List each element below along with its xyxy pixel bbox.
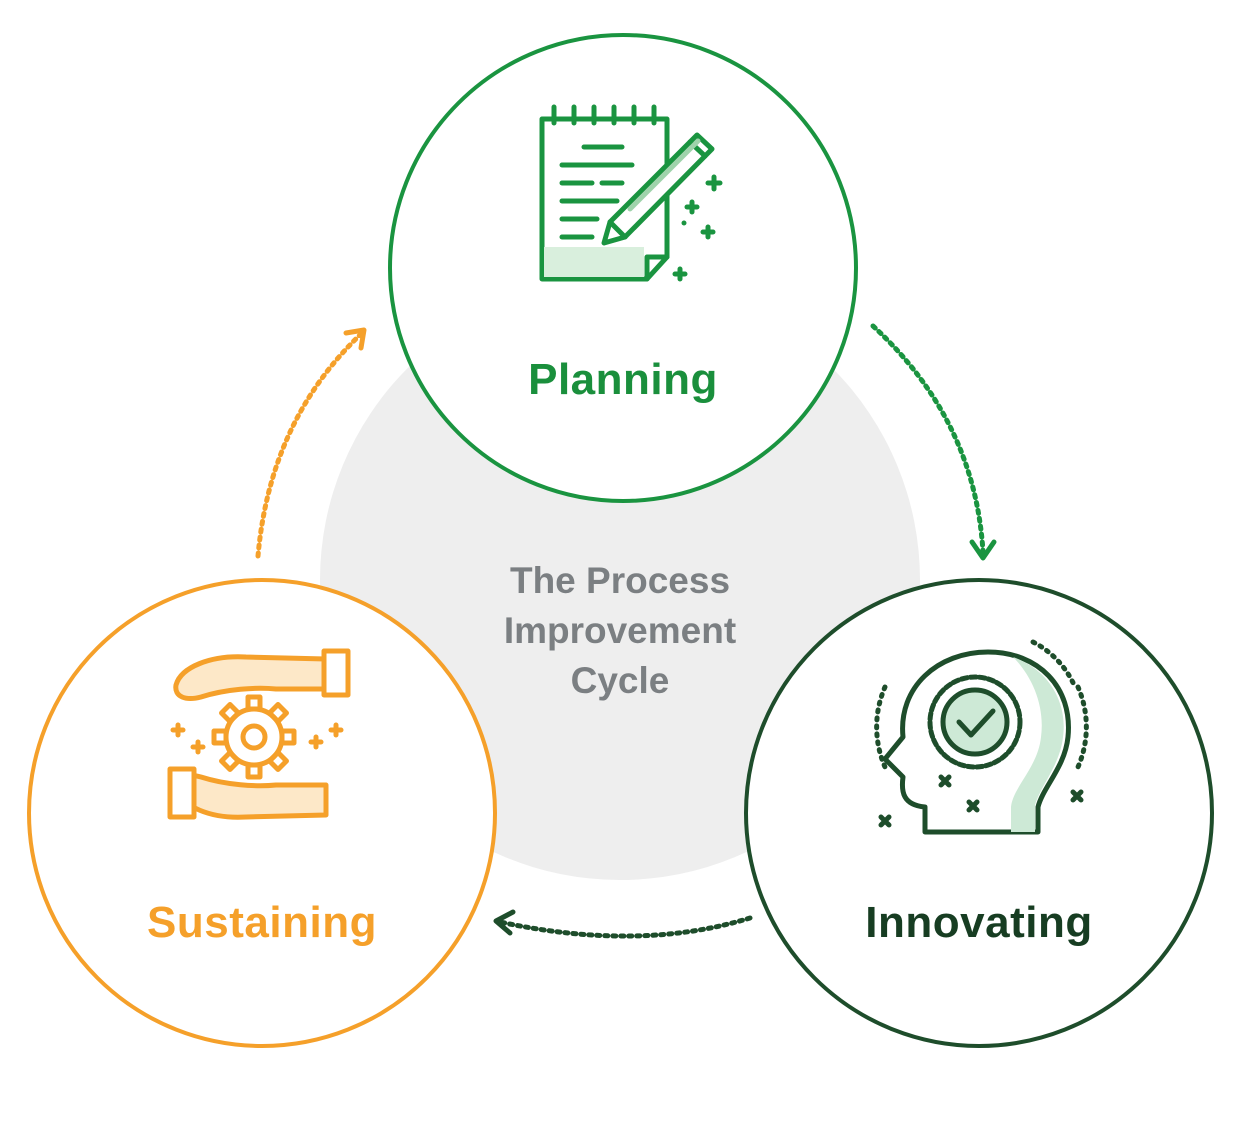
innovating-label: Innovating (865, 898, 1093, 947)
head-checkmark-badge-icon (874, 639, 1089, 835)
center-title-line-2: Improvement (503, 610, 737, 651)
center-title: The Process Improvement Cycle (470, 556, 770, 706)
planning-stage: Planning (388, 33, 858, 503)
center-title-line-3: Cycle (570, 660, 670, 701)
hands-gear-icon (167, 648, 351, 820)
arrow-innovating-to-sustaining (493, 909, 753, 939)
notepad-pencil-icon (539, 104, 723, 282)
sustaining-stage: Sustaining (27, 578, 497, 1048)
planning-label: Planning (528, 355, 718, 404)
sustaining-label: Sustaining (147, 898, 377, 947)
innovating-stage: Innovating (744, 578, 1214, 1048)
center-title-line-1: The Process (509, 560, 731, 601)
